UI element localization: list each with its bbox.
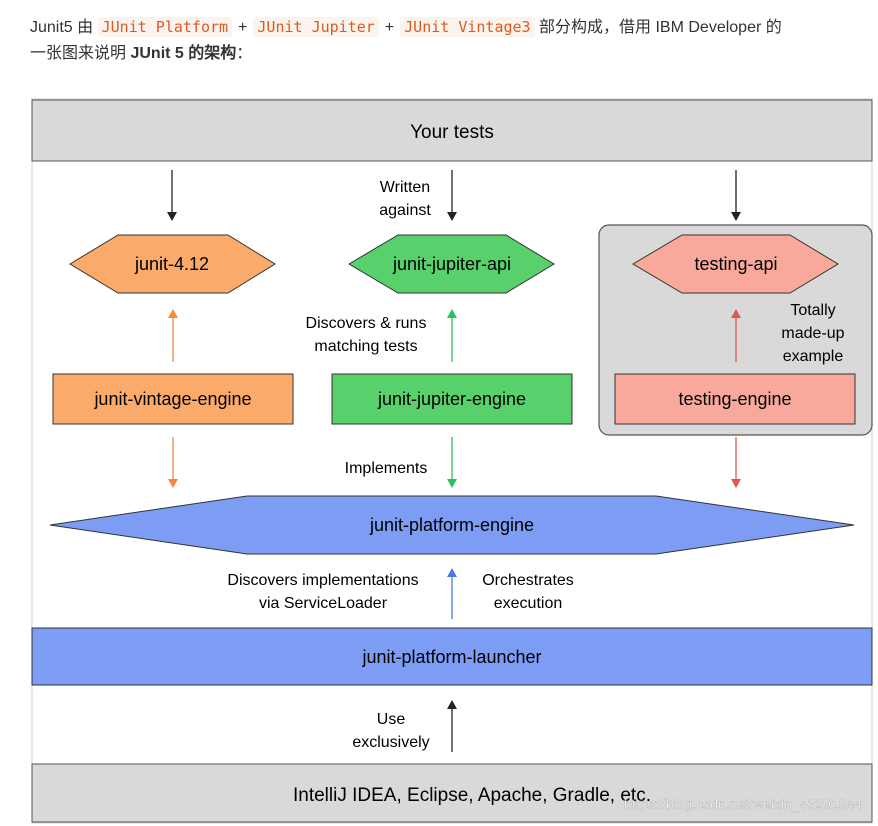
code-junit-vintage: JUnit Vintage3 <box>400 17 535 37</box>
tools-box <box>31 763 873 823</box>
arrow-head <box>731 479 741 488</box>
testing-engine-label: testing-engine <box>678 389 791 409</box>
plus-sign: + <box>238 19 248 36</box>
discovers-impl-label: Discovers implementations <box>227 572 418 589</box>
written-label: Written <box>380 179 430 196</box>
platform-engine-label: junit-platform-engine <box>369 515 534 535</box>
platform-launcher-box <box>31 627 873 686</box>
arrow-head <box>447 309 457 318</box>
use-label: Use <box>377 711 406 728</box>
orchestrates-label: Orchestrates <box>482 572 574 589</box>
discovers-runs-label: Discovers & runs <box>306 315 427 332</box>
against-label: against <box>379 202 431 219</box>
implements-label: Implements <box>345 460 428 477</box>
intro-paragraph: Junit5 由 JUnit Platform+JUnit Jupiter+JU… <box>30 14 870 67</box>
intro-bold: JUnit 5 的架构 <box>130 45 237 62</box>
testing-api-hexagon <box>632 234 839 294</box>
execution-label: execution <box>494 595 563 612</box>
your-tests-box <box>31 99 873 162</box>
arrow-head <box>447 212 457 221</box>
made-up-label: made-up <box>781 325 844 342</box>
intro-colon: ： <box>236 45 253 62</box>
jupiter-engine-box <box>331 373 573 425</box>
arrow-head <box>731 309 741 318</box>
intro-lead: Junit5 由 <box>30 19 94 36</box>
intro-tail: 部分构成，借用 IBM Developer 的 <box>539 19 782 36</box>
code-junit-platform: JUnit Platform <box>97 17 233 37</box>
plus-sign: + <box>384 19 395 36</box>
junit4-hexagon <box>69 234 276 294</box>
exclusively-label: exclusively <box>352 734 429 751</box>
totally-label: Totally <box>790 302 835 319</box>
arrow-head <box>168 479 178 488</box>
vintage-engine-box <box>52 373 294 425</box>
arrow-head <box>447 700 457 709</box>
arrow-head <box>447 568 457 577</box>
platform-engine-hexagon <box>49 495 855 555</box>
your-tests-label: Your tests <box>410 122 494 143</box>
matching-tests-label: matching tests <box>314 338 417 355</box>
jupiter-api-hexagon <box>348 234 555 294</box>
code-junit-jupiter: JUnit Jupiter <box>253 17 379 37</box>
example-label: example <box>783 348 844 365</box>
arrow-head <box>447 479 457 488</box>
junit4-label: junit-4.12 <box>134 254 209 274</box>
watermark: https://blog.csdn.net/weixin_43291944 <box>624 796 862 812</box>
testing-engine-box <box>614 373 856 425</box>
jupiter-api-label: junit-jupiter-api <box>392 254 511 274</box>
testing-api-label: testing-api <box>694 254 777 274</box>
via-serviceloader-label: via ServiceLoader <box>259 595 388 612</box>
platform-launcher-label: junit-platform-launcher <box>361 647 541 667</box>
arrow-head <box>731 212 741 221</box>
arrow-head <box>167 212 177 221</box>
intro-line2: 一张图来说明 <box>30 45 127 62</box>
vintage-engine-label: junit-vintage-engine <box>93 389 251 409</box>
arrow-head <box>168 309 178 318</box>
jupiter-engine-label: junit-jupiter-engine <box>377 389 526 409</box>
tools-label: IntelliJ IDEA, Eclipse, Apache, Gradle, … <box>293 785 651 806</box>
